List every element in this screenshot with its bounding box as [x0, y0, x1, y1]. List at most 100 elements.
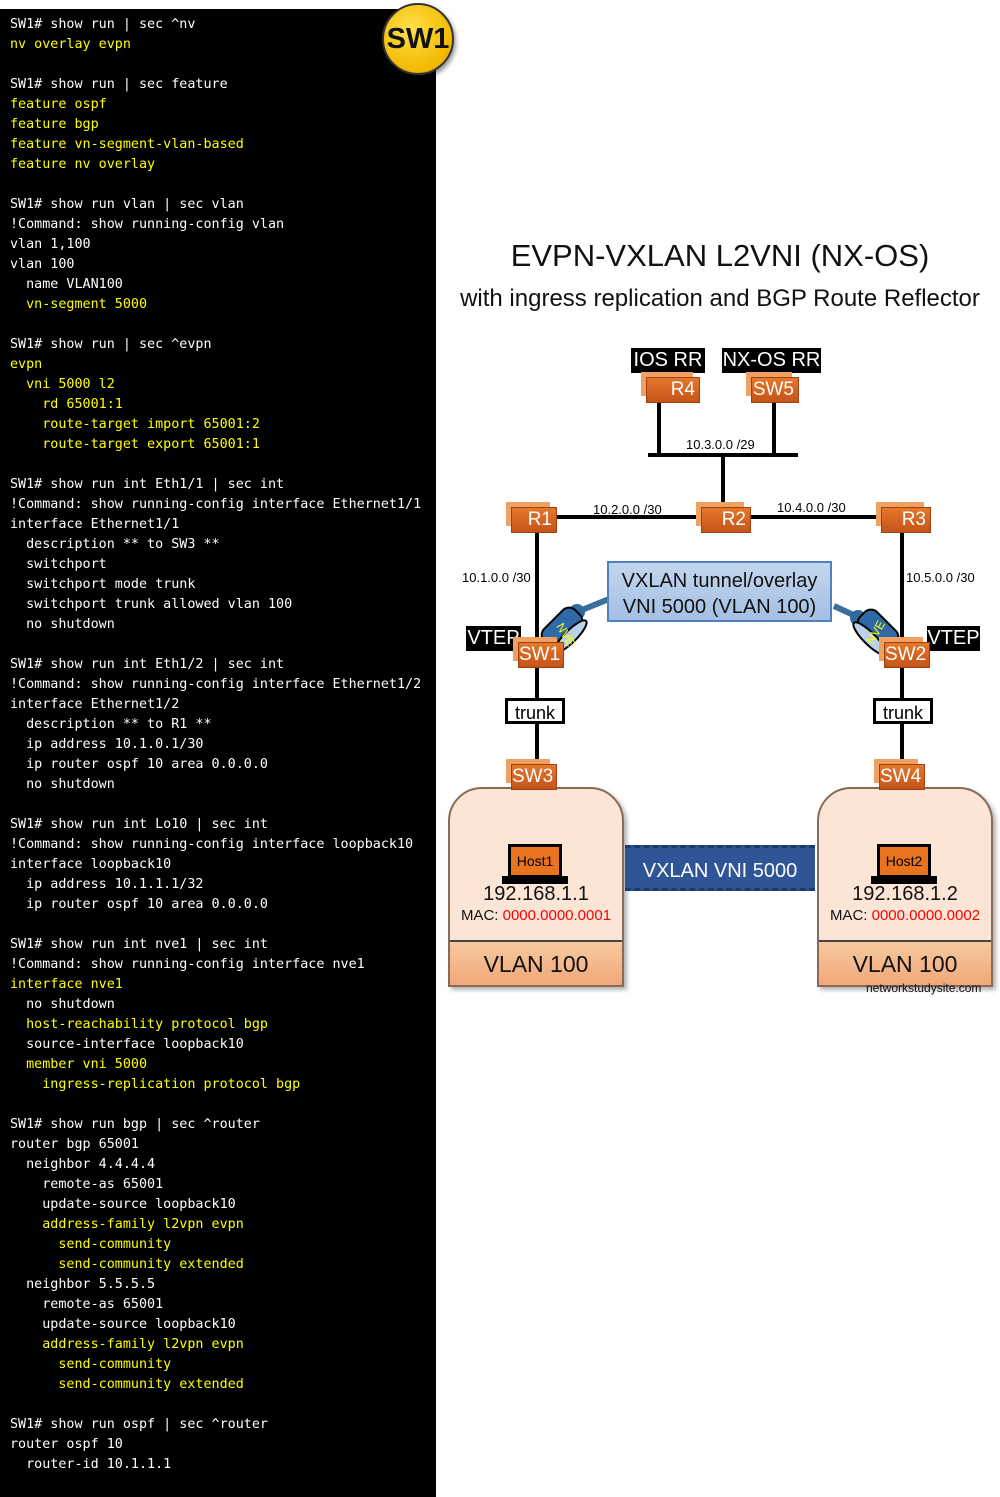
terminal-line: member vni 5000: [10, 1057, 148, 1072]
terminal-line: route-target import 65001:2: [10, 417, 260, 432]
terminal-line: route-target export 65001:1: [10, 437, 260, 452]
label-ios-rr: IOS RR: [631, 348, 705, 373]
terminal-line: switchport: [10, 557, 107, 572]
terminal-line: description ** to R1 **: [10, 717, 212, 732]
host1-ip: 192.168.1.1: [483, 883, 589, 905]
terminal-line: neighbor 4.4.4.4: [10, 1157, 156, 1172]
terminal-line: ip address 10.1.1.1/32: [10, 877, 204, 892]
host2-ip: 192.168.1.2: [852, 883, 958, 905]
terminal-line: evpn: [10, 357, 43, 372]
terminal-line: router bgp 65001: [10, 1137, 139, 1152]
terminal-line: SW1# show run | sec feature: [10, 77, 228, 92]
terminal-line: interface Ethernet1/2: [10, 697, 180, 712]
host1-laptop: Host1: [508, 844, 562, 878]
terminal-line: ip router ospf 10 area 0.0.0.0: [10, 757, 268, 772]
terminal-line: switchport mode trunk: [10, 577, 196, 592]
terminal-line: SW1# show run int Lo10 | sec int: [10, 817, 268, 832]
watermark: networkstudysite.com: [866, 981, 982, 995]
terminal-line: SW1# show run | sec ^nv: [10, 17, 196, 32]
terminal-line: update-source loopback10: [10, 1317, 236, 1332]
terminal-panel: SW1# show run | sec ^nv nv overlay evpn …: [0, 9, 436, 1497]
terminal-line: interface loopback10: [10, 857, 172, 872]
host2-mac: MAC: 0000.0000.0002: [829, 907, 981, 924]
terminal-line: interface Ethernet1/1: [10, 517, 180, 532]
device-r3: R3: [881, 507, 931, 533]
terminal-line: send-community: [10, 1237, 172, 1252]
terminal-line: router-id 10.1.1.1: [10, 1457, 172, 1472]
vlan-band-right: VLAN 100: [819, 940, 991, 985]
terminal-line: address-family l2vpn evpn: [10, 1217, 244, 1232]
device-r1: R1: [511, 507, 557, 533]
terminal-line: update-source loopback10: [10, 1197, 236, 1212]
terminal-line: ip router ospf 10 area 0.0.0.0: [10, 897, 268, 912]
terminal-line: send-community extended: [10, 1257, 244, 1272]
network-label: 10.1.0.0 /30: [462, 570, 531, 585]
device-sw4: SW4: [879, 764, 925, 790]
terminal-line: !Command: show running-config interface …: [10, 837, 414, 852]
label-vtep-left: VTEP: [466, 626, 521, 651]
terminal-line: neighbor 5.5.5.5: [10, 1277, 156, 1292]
terminal-line: SW1# show run ospf | sec ^router: [10, 1417, 268, 1432]
terminal-line: send-community extended: [10, 1377, 244, 1392]
terminal-line: feature vn-segment-vlan-based: [10, 137, 244, 152]
label-trunk-right: trunk: [873, 698, 933, 724]
site-right: Host2 192.168.1.2 MAC: 0000.0000.0002 VL…: [817, 787, 993, 987]
terminal-line: rd 65001:1: [10, 397, 123, 412]
label-vtep-right: VTEP: [927, 626, 980, 651]
terminal-line: description ** to SW3 **: [10, 537, 220, 552]
network-label: 10.4.0.0 /30: [777, 500, 846, 515]
terminal-line: SW1# show run vlan | sec vlan: [10, 197, 244, 212]
network-label: 10.3.0.0 /29: [686, 437, 755, 452]
label-nxos-rr: NX-OS RR: [722, 348, 821, 373]
terminal-line: SW1# show run | sec ^evpn: [10, 337, 212, 352]
host2-laptop: Host2: [877, 844, 931, 878]
terminal-line: host-reachability protocol bgp: [10, 1017, 268, 1032]
terminal-line: feature bgp: [10, 117, 99, 132]
laptop-base-icon: [871, 876, 937, 884]
terminal-line: no shutdown: [10, 997, 115, 1012]
terminal-line: no shutdown: [10, 617, 115, 632]
terminal-line: remote-as 65001: [10, 1297, 164, 1312]
terminal-line: name VLAN100: [10, 277, 123, 292]
vlan-band-left: VLAN 100: [450, 940, 622, 985]
terminal-line: SW1# show run int Eth1/2 | sec int: [10, 657, 285, 672]
device-sw1: SW1: [518, 642, 564, 668]
device-sw3: SW3: [511, 764, 557, 790]
terminal-line: nv overlay evpn: [10, 37, 131, 52]
terminal-line: ingress-replication protocol bgp: [10, 1077, 301, 1092]
terminal-line: vn-segment 5000: [10, 297, 148, 312]
terminal-line: ip address 10.1.0.1/30: [10, 737, 204, 752]
network-label: 10.5.0.0 /30: [906, 570, 975, 585]
terminal-line: interface nve1: [10, 977, 123, 992]
terminal-line: feature nv overlay: [10, 157, 156, 172]
terminal-line: source-interface loopback10: [10, 1037, 244, 1052]
terminal-line: address-family l2vpn evpn: [10, 1337, 244, 1352]
terminal-line: SW1# show run int nve1 | sec int: [10, 937, 268, 952]
terminal-line: switchport trunk allowed vlan 100: [10, 597, 293, 612]
label-trunk-left: trunk: [505, 698, 565, 724]
terminal-line: SW1# show run int Eth1/1 | sec int: [10, 477, 285, 492]
terminal-line: feature ospf: [10, 97, 107, 112]
terminal-line: !Command: show running-config interface …: [10, 677, 422, 692]
device-r4: R4: [646, 377, 700, 403]
vxlan-overlay-box: VXLAN tunnel/overlay VNI 5000 (VLAN 100): [607, 561, 832, 622]
terminal-line: !Command: show running-config vlan: [10, 217, 285, 232]
terminal-line: vlan 100: [10, 257, 75, 272]
overlay-line1: VXLAN tunnel/overlay: [621, 570, 818, 592]
terminal-line: SW1# show run bgp | sec ^router: [10, 1117, 260, 1132]
terminal-line: vlan 1,100: [10, 237, 91, 252]
vxlan-vni-band: VXLAN VNI 5000: [625, 845, 815, 891]
device-badge: SW1: [382, 3, 454, 75]
device-sw2: SW2: [884, 642, 930, 668]
host1-mac: MAC: 0000.0000.0001: [460, 907, 612, 924]
overlay-line2: VNI 5000 (VLAN 100): [622, 596, 817, 618]
terminal-line: !Command: show running-config interface …: [10, 497, 422, 512]
terminal-line: router ospf 10: [10, 1437, 123, 1452]
terminal-line: send-community: [10, 1357, 172, 1372]
terminal-line: !Command: show running-config interface …: [10, 957, 365, 972]
site-left: Host1 192.168.1.1 MAC: 0000.0000.0001 VL…: [448, 787, 624, 987]
device-r2: R2: [701, 507, 751, 533]
device-sw5: SW5: [751, 377, 799, 403]
terminal-line: vni 5000 l2: [10, 377, 115, 392]
